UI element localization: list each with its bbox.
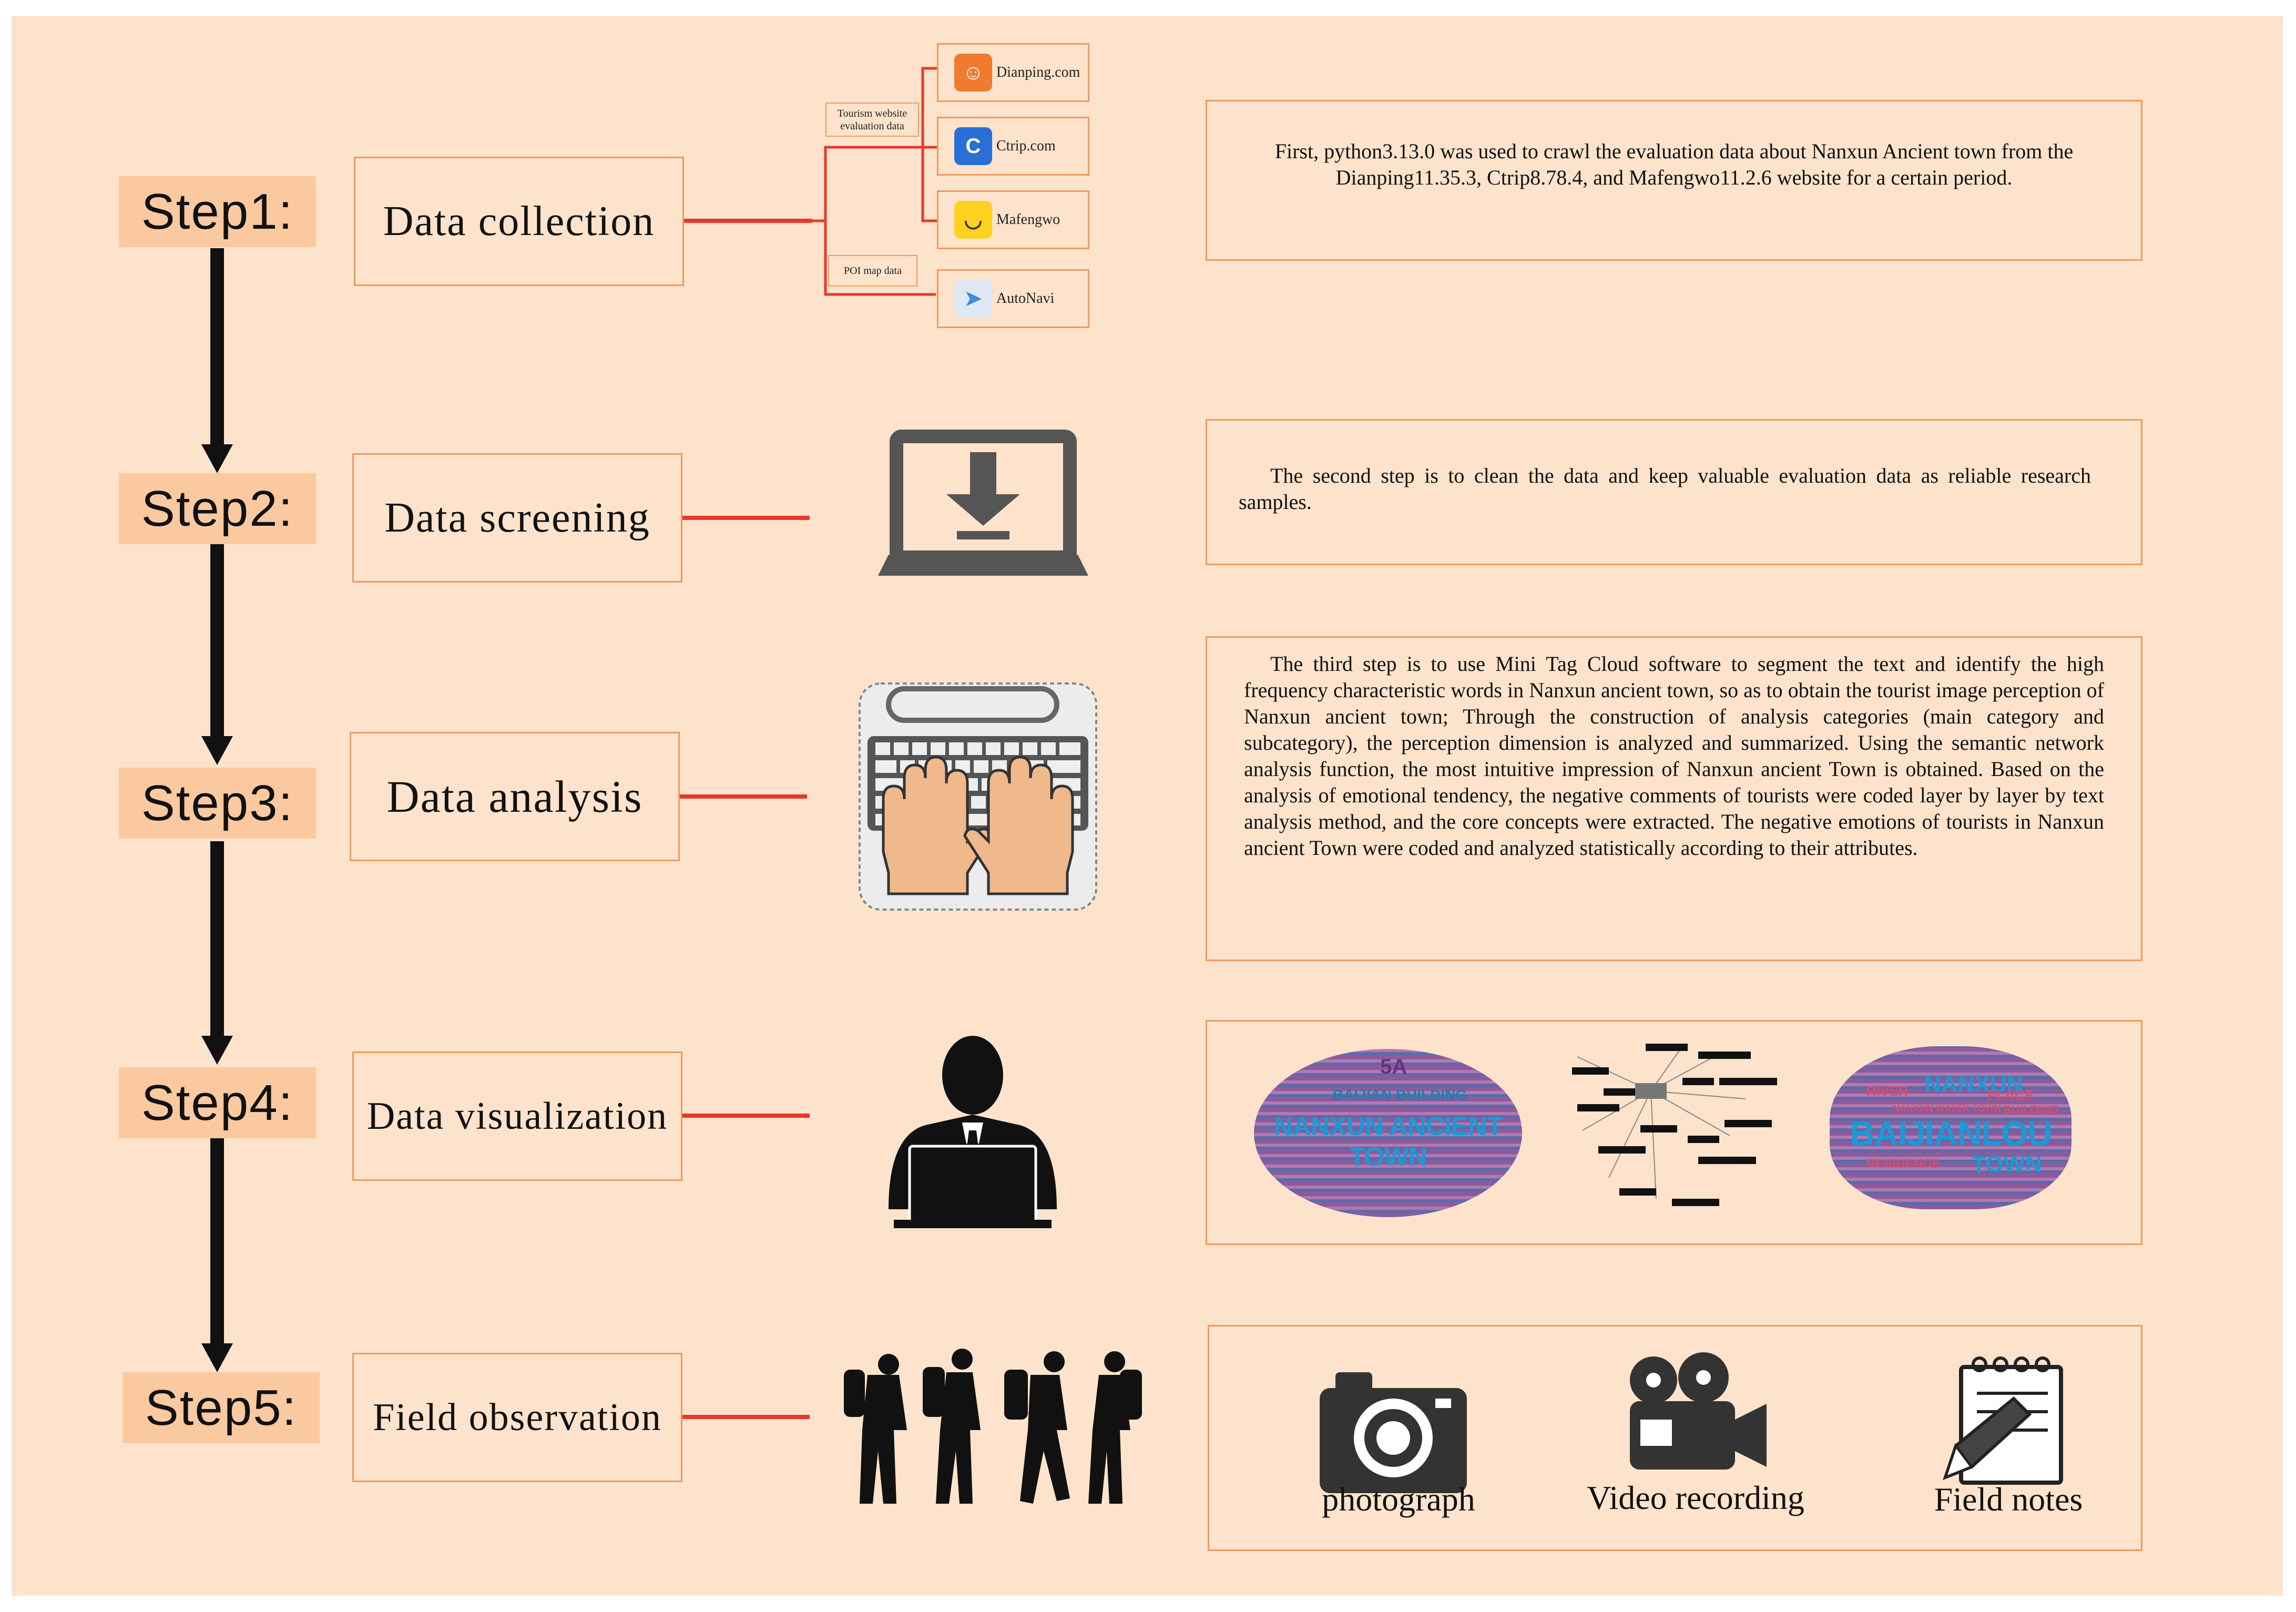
- stage-data-analysis: Data analysis: [350, 732, 680, 861]
- step3-label: Step3:: [119, 768, 316, 839]
- step5-label: Step5:: [123, 1372, 320, 1443]
- tag-poi-map-data: POI map data: [828, 255, 917, 287]
- source-name: Mafengwo: [996, 211, 1060, 228]
- tag-tourism-website-data: Tourism website evaluation data: [825, 103, 919, 137]
- observation-video-label: Video recording: [1587, 1479, 1804, 1516]
- person-laptop-icon: [889, 1036, 1057, 1228]
- keyboard-typing-icon: [859, 682, 1097, 911]
- camera-icon: [1320, 1372, 1467, 1493]
- flow-arrows: [201, 248, 233, 1372]
- download-laptop-icon: [878, 430, 1088, 576]
- cloud1-main-word: NANXUN ANCIENT TOWN: [1273, 1111, 1503, 1171]
- source-name: Dianping.com: [996, 64, 1080, 80]
- cloud3-word-place: PLACE: [1987, 1087, 2034, 1103]
- notepad-icon: [1943, 1356, 2063, 1485]
- step4-visualization-panel: [1206, 1020, 2142, 1245]
- stage-field-observation: Field observation: [352, 1353, 682, 1482]
- source-autonavi: ➤ AutoNavi: [937, 269, 1089, 328]
- cloud3-sub-word: NANXUN: [1924, 1072, 2024, 1097]
- step2-description: The second step is to clean the data and…: [1206, 419, 2142, 565]
- source-dianping: ☺ Dianping.com: [937, 43, 1089, 102]
- cloud3-word-water-town: NANXUN WATER TOWN: [1893, 1103, 2001, 1114]
- step1-label: Step1:: [119, 176, 316, 247]
- source-name: Ctrip.com: [996, 138, 1056, 154]
- step4-label: Step4:: [119, 1067, 316, 1138]
- cloud3-main-word: BAIJIANLOU: [1850, 1114, 2052, 1153]
- stage-data-collection: Data collection: [354, 157, 684, 286]
- word-cloud-nanxun: 5A BAIJIAN BUILDING NANXUN ANCIENT TOWN: [1254, 1049, 1522, 1217]
- observation-photograph-label: photograph: [1322, 1481, 1475, 1518]
- step3-description: The third step is to use Mini Tag Cloud …: [1206, 636, 2142, 961]
- ctrip-logo-icon: C: [954, 127, 992, 165]
- stage-data-screening: Data screening: [352, 453, 682, 583]
- dianping-logo-icon: ☺: [954, 54, 992, 91]
- cloud1-sub-word: BAIJIAN BUILDING: [1333, 1087, 1467, 1103]
- stage-data-visualization: Data visualization: [352, 1052, 682, 1181]
- mafengwo-logo-icon: ◡: [954, 201, 992, 239]
- step2-label: Step2:: [119, 473, 316, 544]
- semantic-network-graphic: [1572, 1044, 1777, 1206]
- source-mafengwo: ◡ Mafengwo: [937, 190, 1089, 249]
- hikers-icon: [844, 1349, 1142, 1504]
- word-cloud-baijianlou: NANXUN RIVER PLACE BUILDING NANXUN WATER…: [1830, 1046, 2071, 1209]
- source-name: AutoNavi: [996, 290, 1055, 307]
- observation-notes-label: Field notes: [1934, 1481, 2083, 1518]
- step5-observation-panel: [1208, 1325, 2142, 1551]
- cloud3-extra-word: TOWN: [1972, 1151, 2042, 1177]
- video-camera-icon: [1630, 1352, 1767, 1470]
- cloud1-extra-word: 5A: [1380, 1055, 1407, 1078]
- diagram-background: [12, 16, 2283, 1596]
- source-ctrip: C Ctrip.com: [937, 117, 1089, 176]
- cloud3-word-river: RIVER: [1866, 1083, 1909, 1099]
- cloud3-word-residence: RESIDENCE: [1866, 1157, 1941, 1171]
- cloud3-word-building: BUILDING: [2003, 1103, 2059, 1116]
- step1-description: First, python3.13.0 was used to crawl th…: [1206, 100, 2142, 261]
- autonavi-logo-icon: ➤: [954, 280, 992, 318]
